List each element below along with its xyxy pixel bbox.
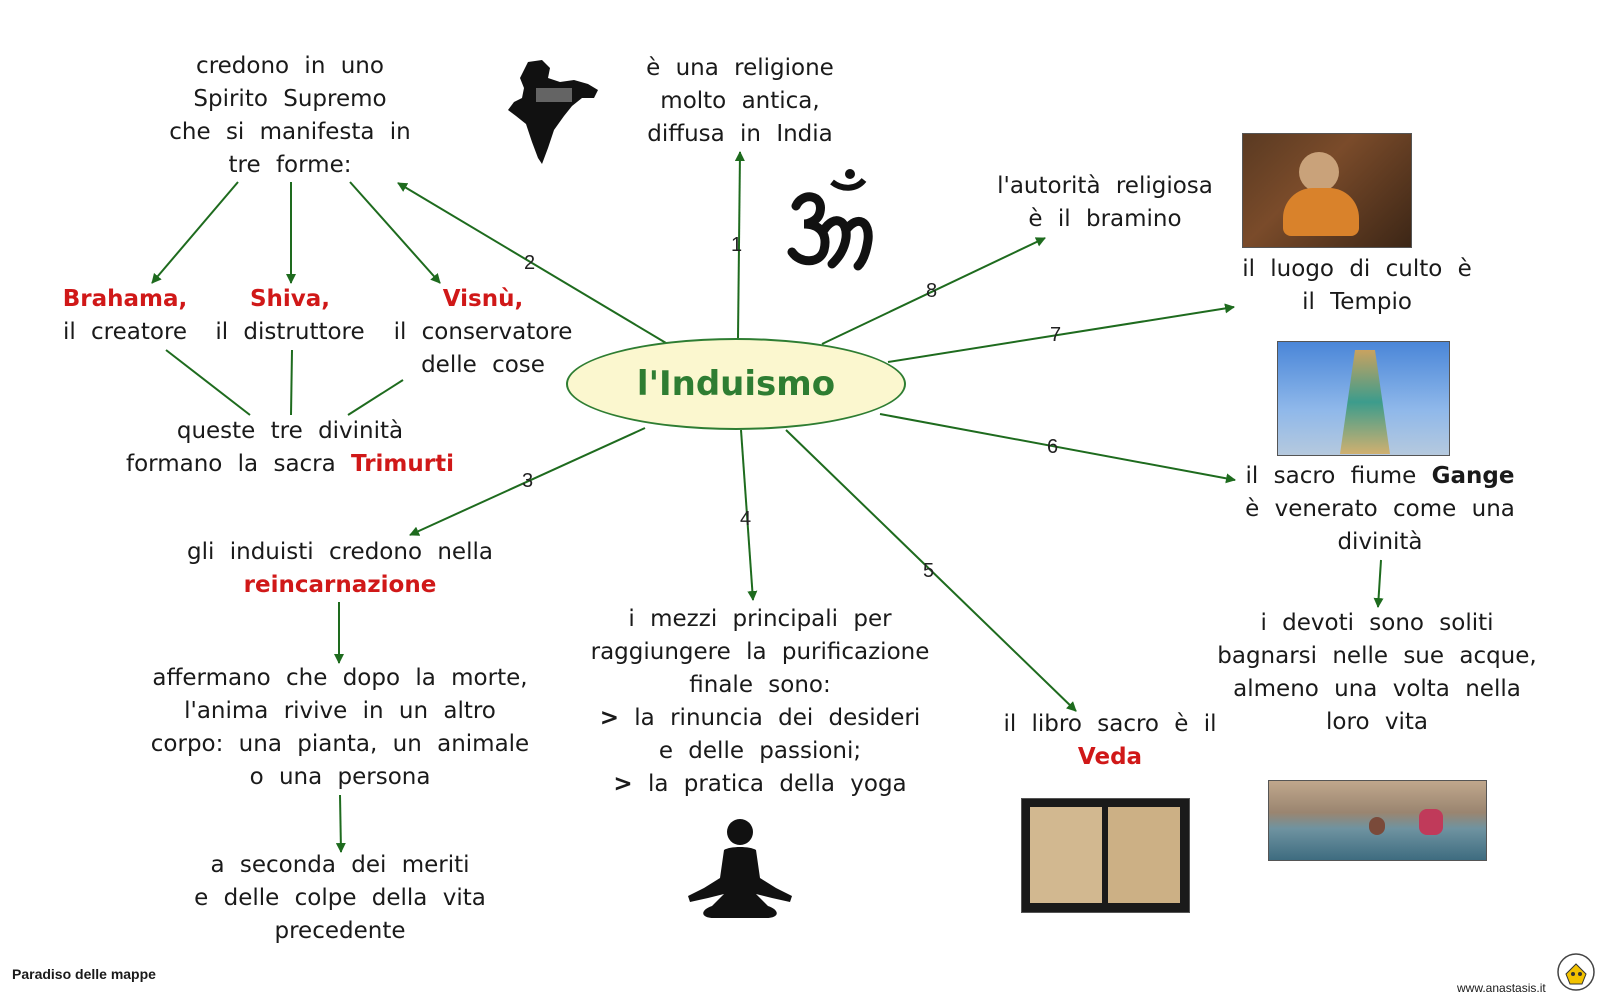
- branch-number-3: 3: [522, 470, 533, 492]
- link-4: [740, 429, 758, 601]
- node-spirito-supremo: credono in uno Spirito Supremo che si ma…: [169, 53, 411, 178]
- node-trimurti: queste tre divinità formano la sacra Tri…: [125, 418, 454, 477]
- link-2: [397, 182, 667, 344]
- temple-photo: [1277, 341, 1450, 456]
- link-spirit-brahama: [151, 181, 239, 284]
- branch-number-8: 8: [926, 280, 937, 302]
- node-shiva: Shiva, il distruttore: [215, 286, 365, 345]
- link-5: [785, 429, 1077, 712]
- link-shiva-trimurti: [290, 349, 293, 416]
- central-topic[interactable]: l'Induismo: [566, 338, 906, 430]
- node-veda: il libro sacro è il Veda: [1003, 711, 1217, 770]
- branch-number-5: 5: [923, 560, 934, 582]
- link-7: [887, 303, 1235, 363]
- link-brahama-trimurti: [165, 349, 251, 416]
- footer-paradiso-delle-mappe: Paradiso delle mappe: [12, 966, 156, 982]
- ganges-bathing-photo: [1268, 780, 1487, 861]
- link-6: [879, 413, 1236, 484]
- branch-number-4: 4: [740, 508, 751, 530]
- link-1: [734, 151, 745, 339]
- branch-number-1: 1: [731, 234, 742, 256]
- node-tempio: il luogo di culto è il Tempio: [1242, 256, 1472, 315]
- link-spirit-visnu: [349, 181, 441, 284]
- node-devoti: i devoti sono soliti bagnarsi nelle sue …: [1217, 610, 1537, 735]
- central-topic-title: l'Induismo: [636, 364, 836, 404]
- node-religione-antica: è una religione molto antica, diffusa in…: [646, 55, 834, 147]
- node-gange: il sacro fiume Gange è venerato come una…: [1245, 463, 1515, 555]
- node-reincarnazione: gli induisti credono nella reincarnazion…: [187, 539, 493, 598]
- veda-book-photo: [1021, 798, 1190, 913]
- node-meriti-colpe: a seconda dei meriti e delle colpe della…: [194, 852, 486, 944]
- link-3: [409, 427, 646, 536]
- node-dopo-la-morte: affermano che dopo la morte, l'anima riv…: [150, 665, 530, 790]
- supermappe-logo-icon: [1557, 953, 1595, 991]
- branch-number-6: 6: [1047, 436, 1058, 458]
- link-visnu-trimurti: [347, 379, 404, 416]
- india-map-icon: [508, 60, 598, 164]
- link-ganges-devotees: [1373, 559, 1384, 608]
- node-mezzi-purificazione: i mezzi principali per raggiungere la pu…: [590, 606, 930, 797]
- node-visnu: Visnù, il conservatore delle cose: [393, 286, 573, 378]
- link-after-merits: [335, 794, 346, 853]
- om-symbol-icon: [787, 169, 873, 271]
- link-8: [821, 237, 1046, 345]
- footer-website-link[interactable]: www.anastasis.it: [1457, 981, 1546, 995]
- branch-number-7: 7: [1050, 324, 1061, 346]
- yoga-meditation-icon: [688, 819, 792, 918]
- node-brahama: Brahama, il creatore: [62, 286, 188, 345]
- sadhu-photo: [1242, 133, 1412, 248]
- node-autorita-religiosa: l'autorità religiosa è il bramino: [997, 173, 1213, 232]
- branch-number-2: 2: [524, 252, 535, 274]
